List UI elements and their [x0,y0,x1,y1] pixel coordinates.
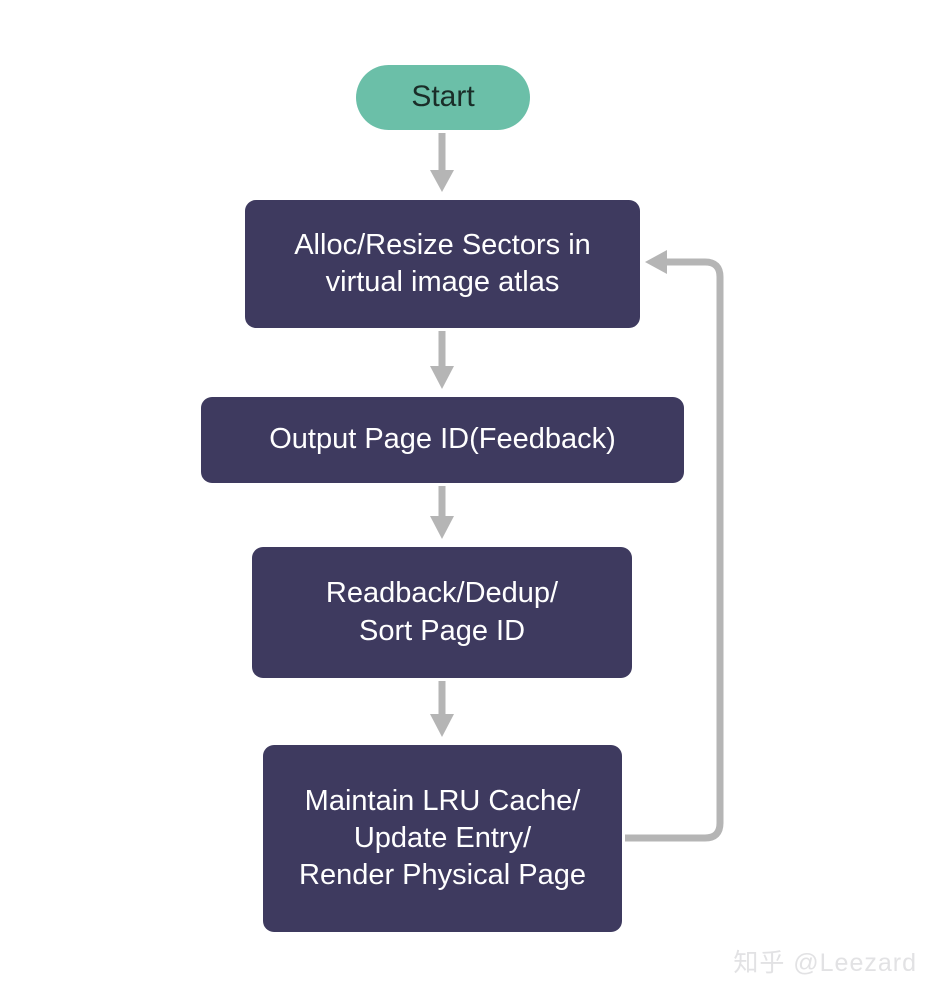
node-readback-dedup-sort[interactable]: Readback/Dedup/ Sort Page ID [252,547,632,678]
node-alloc-resize-sectors-label: Alloc/Resize Sectors in virtual image at… [294,228,591,298]
node-output-page-id-label: Output Page ID(Feedback) [269,423,616,456]
node-output-page-id[interactable]: Output Page ID(Feedback) [201,397,684,483]
edge-start-to-alloc [430,133,454,192]
edge-alloc-to-output [430,331,454,389]
node-readback-dedup-sort-label: Readback/Dedup/ Sort Page ID [325,577,559,647]
node-alloc-resize-sectors[interactable]: Alloc/Resize Sectors in virtual image at… [245,200,640,328]
edge-output-to-readback [430,486,454,539]
edge-maintain-to-alloc-feedback [625,250,724,842]
edge-readback-to-maintain [430,681,454,737]
node-maintain-lru-cache-label: Maintain LRU Cache/ Update Entry/ Render… [299,784,586,892]
node-start[interactable]: Start [356,65,530,130]
watermark: 知乎 @Leezard [733,949,917,977]
node-start-label: Start [411,80,475,114]
node-maintain-lru-cache[interactable]: Maintain LRU Cache/ Update Entry/ Render… [263,745,622,932]
